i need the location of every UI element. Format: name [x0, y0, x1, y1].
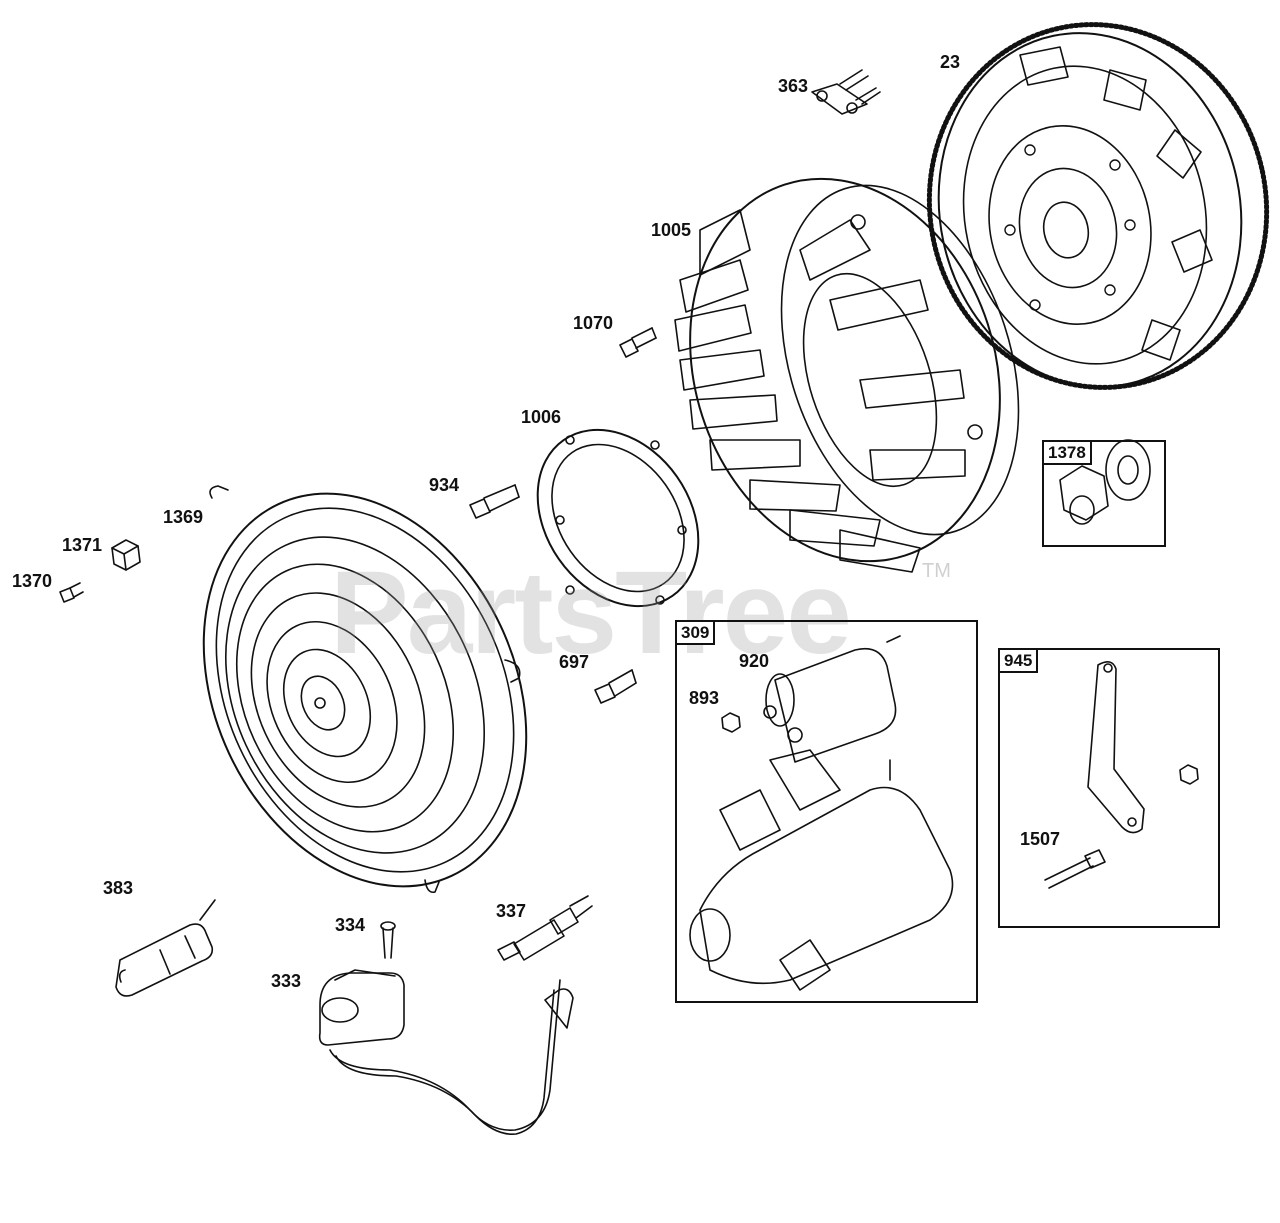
starter-motor-part[interactable]	[689, 749, 954, 991]
kit-label-309[interactable]: 309	[675, 620, 716, 645]
bracket-363-part[interactable]	[811, 69, 881, 115]
nut-1371-part[interactable]	[111, 539, 141, 571]
callout-1070[interactable]: 1070	[573, 313, 614, 333]
guard-1369-part[interactable]	[142, 441, 587, 939]
screw-1370-part[interactable]	[59, 582, 84, 603]
callout-23[interactable]: 23	[940, 52, 961, 72]
callout-333[interactable]: 333	[271, 971, 302, 991]
callout-697[interactable]: 697	[559, 652, 590, 672]
callout-1369[interactable]: 1369	[163, 507, 204, 527]
callout-383[interactable]: 383	[103, 878, 134, 898]
callout-1006[interactable]: 1006	[521, 407, 562, 427]
starter-solenoid-920-part[interactable]	[763, 635, 901, 763]
bolt-697-part[interactable]	[594, 669, 637, 704]
kit-label-1378[interactable]: 1378	[1042, 440, 1092, 465]
nut-893-part[interactable]	[721, 712, 741, 733]
watermark-trademark: TM	[922, 560, 951, 582]
callout-893[interactable]: 893	[689, 688, 720, 708]
callout-1507[interactable]: 1507	[1020, 829, 1061, 849]
fan-blades	[674, 209, 966, 573]
bracket-945-part[interactable]	[1087, 661, 1145, 834]
fan-1005-part[interactable]	[642, 138, 1060, 602]
bolt-934-part[interactable]	[469, 484, 520, 519]
flywheel-bolt-holes	[1004, 144, 1136, 311]
nut-945-part[interactable]	[1179, 764, 1199, 785]
kit-box-1378	[1042, 440, 1166, 547]
callout-334[interactable]: 334	[335, 915, 366, 935]
flywheel-magnets	[1019, 46, 1213, 361]
callout-1371[interactable]: 1371	[62, 535, 103, 555]
spark-plug-337-part[interactable]	[497, 895, 593, 961]
callout-337[interactable]: 337	[496, 901, 527, 921]
callout-934[interactable]: 934	[429, 475, 460, 495]
flywheel-part[interactable]	[896, 0, 1280, 419]
plate-1006-part[interactable]	[505, 399, 732, 637]
kit-box-309	[675, 620, 978, 1003]
sensor-383-part[interactable]	[115, 899, 216, 997]
callout-1370[interactable]: 1370	[12, 571, 53, 591]
screw-334-part[interactable]	[380, 921, 396, 959]
kit-label-945[interactable]: 945	[998, 648, 1039, 673]
ignition-coil-333-part[interactable]	[318, 969, 574, 1135]
kit-box-945	[998, 648, 1220, 928]
callout-1005[interactable]: 1005	[651, 220, 692, 240]
callout-920[interactable]: 920	[739, 651, 770, 671]
watermark: PartsTree	[330, 547, 852, 679]
callout-363[interactable]: 363	[778, 76, 809, 96]
bolt-1070-part[interactable]	[619, 327, 657, 358]
stud-1507-part[interactable]	[1044, 849, 1106, 889]
